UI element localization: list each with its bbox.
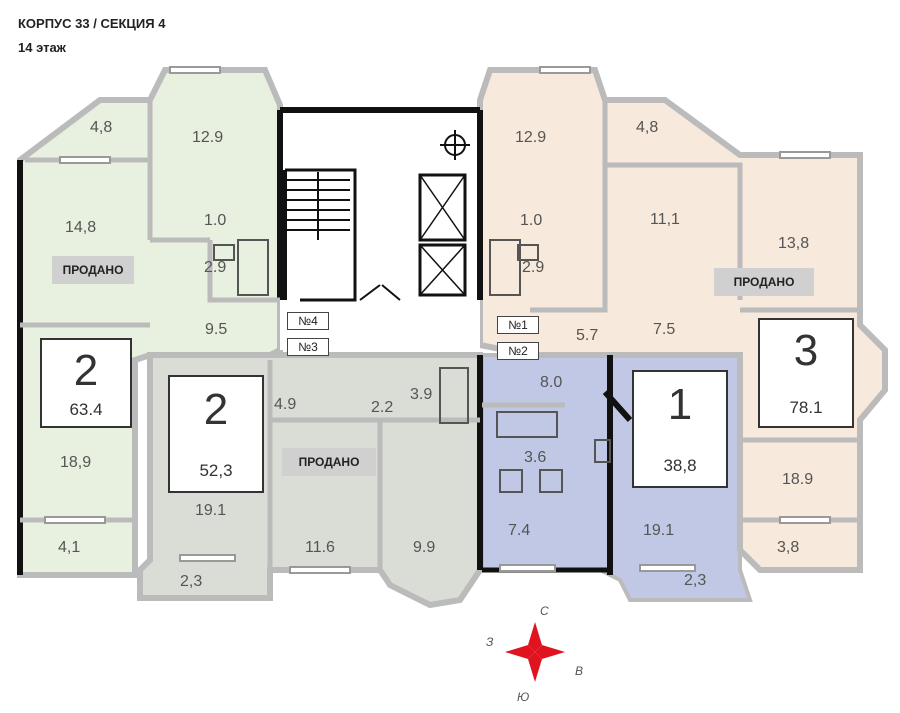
dark-walls: [17, 160, 633, 575]
apartment-number-2: №2: [497, 342, 539, 360]
room-area-right-8: 7.5: [653, 321, 676, 338]
core-area: [277, 107, 483, 350]
room-area-left-4: 1.0: [204, 212, 227, 229]
compass-south-label: Ю: [517, 690, 530, 704]
apartment-number-3: №3: [287, 338, 329, 356]
apartment-info-right[interactable]: 3 78.1: [758, 318, 854, 428]
compass-north-label: С: [540, 604, 549, 618]
apartment-info-left[interactable]: 2 63.4: [40, 338, 132, 428]
status-badge-right: ПРОДАНО: [714, 268, 814, 296]
apartment-info-center-right[interactable]: 1 38,8: [632, 370, 728, 488]
room-area-center-right-1: 8.0: [540, 374, 563, 391]
rooms-count: 2: [73, 346, 99, 395]
room-area-center-left-4: 19.1: [195, 502, 227, 519]
room-area-right-2: 4,8: [636, 119, 659, 136]
status-badge-center-left: ПРОДАНО: [282, 448, 376, 476]
total-area: 63.4: [69, 400, 103, 419]
room-area-right-7: 5.7: [576, 327, 599, 344]
room-area-left-3: 14,8: [65, 219, 97, 236]
room-area-center-left-3: 3.9: [410, 386, 433, 403]
room-area-right-1: 12.9: [515, 129, 547, 146]
room-area-center-right-5: 2,3: [684, 572, 707, 589]
room-area-left-7: 18,9: [60, 454, 92, 471]
room-area-left-8: 4,1: [58, 539, 81, 556]
room-area-center-right-3: 7.4: [508, 522, 531, 539]
room-area-left-6: 9.5: [205, 321, 228, 338]
rooms-count: 1: [667, 380, 693, 429]
compass-east-label: В: [575, 664, 584, 678]
room-area-left-1: 4,8: [90, 119, 113, 136]
room-area-left-2: 12.9: [192, 129, 224, 146]
room-area-center-left-1: 4.9: [274, 396, 297, 413]
apartment-info-center-left[interactable]: 2 52,3: [168, 375, 264, 493]
room-area-right-10: 3,8: [777, 539, 800, 556]
room-area-center-left-7: 2,3: [180, 573, 203, 590]
room-area-right-4: 2.9: [522, 259, 545, 276]
compass-west-label: З: [486, 635, 494, 649]
rooms-count: 2: [203, 385, 229, 434]
bathroom-fixtures: [213, 239, 611, 493]
apartment-right-shape[interactable]: [477, 67, 888, 573]
total-area: 38,8: [663, 456, 697, 475]
room-area-right-6: 13,8: [778, 235, 810, 252]
floor-label: 14 этаж: [18, 40, 66, 55]
room-area-right-9: 18.9: [782, 471, 814, 488]
building-section-title: КОРПУС 33 / СЕКЦИЯ 4: [18, 16, 166, 31]
room-area-center-left-6: 9.9: [413, 539, 436, 556]
apartment-number-1: №1: [497, 316, 539, 334]
room-area-center-left-5: 11.6: [305, 539, 335, 556]
compass-rose: [505, 622, 565, 682]
windows: [44, 66, 831, 574]
room-area-right-3: 1.0: [520, 212, 543, 229]
total-area: 52,3: [199, 461, 233, 480]
room-area-center-left-2: 2.2: [371, 399, 394, 416]
status-badge-left: ПРОДАНО: [52, 256, 134, 284]
room-area-center-right-4: 19.1: [643, 522, 675, 539]
rooms-count: 3: [793, 326, 819, 375]
total-area: 78.1: [789, 398, 823, 417]
interior-walls: [20, 100, 860, 570]
room-area-center-right-2: 3.6: [524, 449, 547, 466]
apartment-number-4: №4: [287, 312, 329, 330]
room-area-left-5: 2.9: [204, 259, 227, 276]
room-area-right-5: 11,1: [650, 211, 680, 228]
